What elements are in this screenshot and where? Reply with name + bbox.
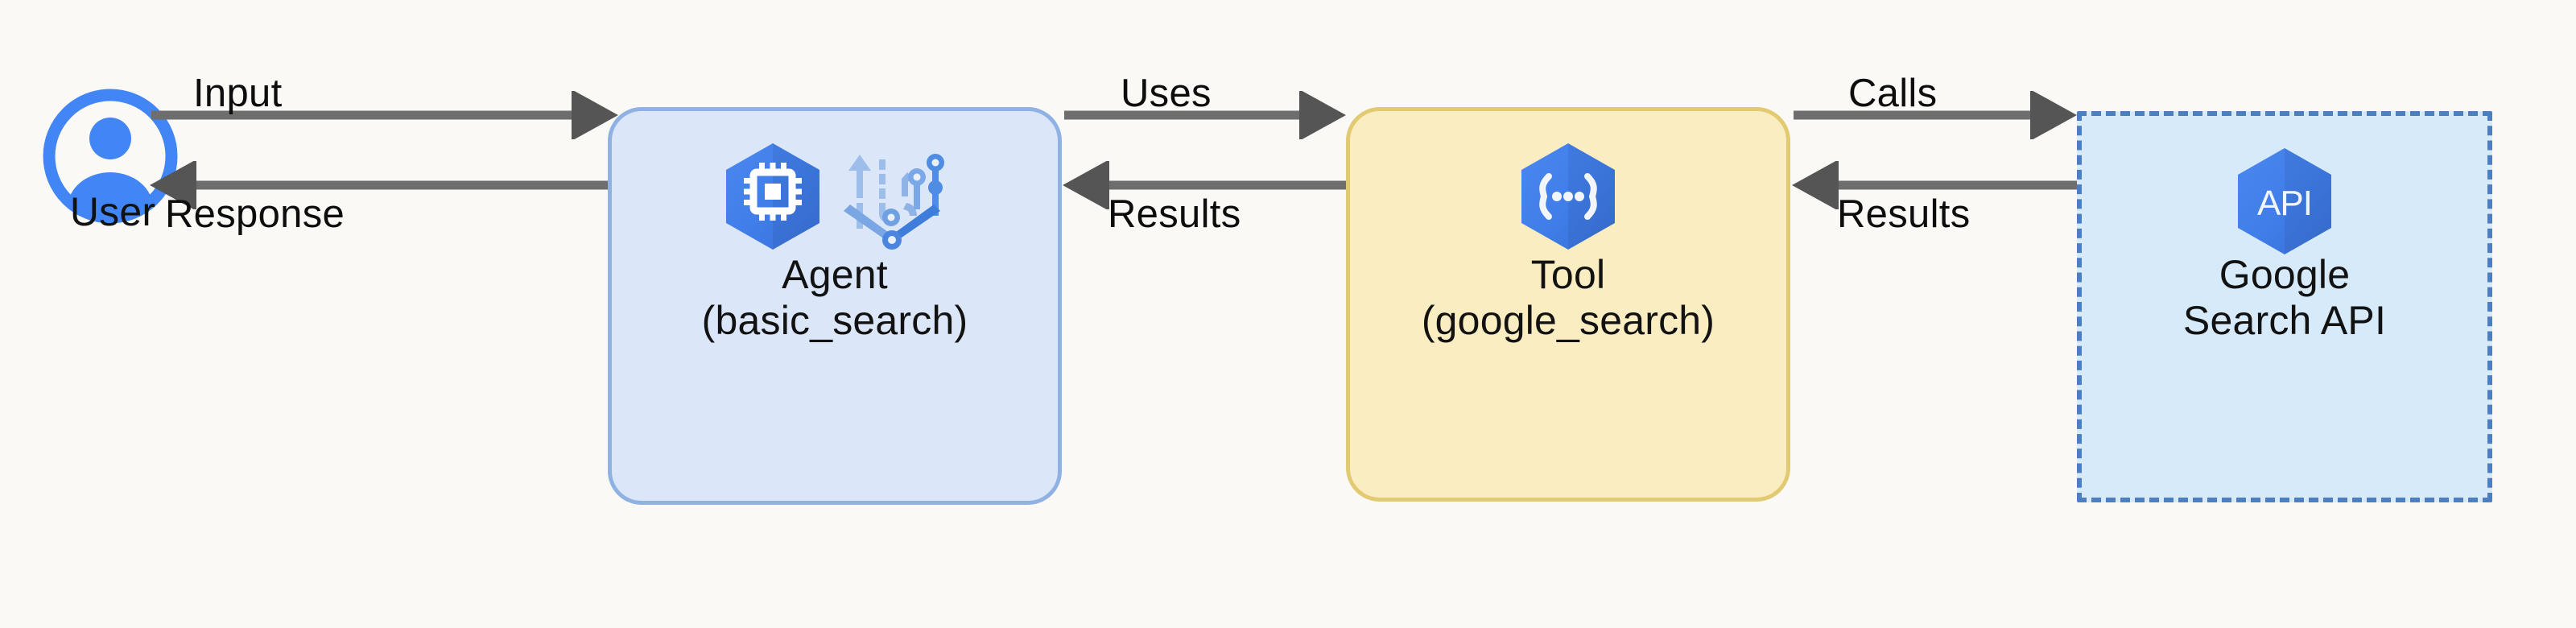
edge-label-input: Input bbox=[193, 72, 283, 115]
node-google-search-api[interactable]: API bbox=[2077, 111, 2492, 502]
user-avatar-icon bbox=[43, 89, 178, 224]
arrow-calls bbox=[1792, 91, 2077, 139]
api-hexagon-icon: API bbox=[2235, 147, 2334, 260]
function-braces-hexagon-icon bbox=[1518, 142, 1618, 255]
cpu-hexagon-icon bbox=[723, 142, 823, 255]
edge-label-uses: Uses bbox=[1121, 72, 1212, 115]
edge-label-response: Response bbox=[165, 192, 345, 236]
user-label: User bbox=[69, 189, 156, 234]
svg-text:API: API bbox=[2257, 184, 2312, 223]
node-user[interactable] bbox=[32, 89, 193, 322]
edge-label-results-tool: Results bbox=[1108, 192, 1241, 236]
agent-icon-group bbox=[612, 143, 1058, 250]
arrow-results-api bbox=[1792, 161, 2077, 209]
edge-label-results-api: Results bbox=[1837, 192, 1971, 236]
node-tool[interactable] bbox=[1346, 107, 1790, 502]
edge-label-calls: Calls bbox=[1848, 72, 1938, 115]
node-agent[interactable] bbox=[608, 107, 1062, 505]
tool-icon-group bbox=[1350, 143, 1786, 250]
pipeline-workflow-icon bbox=[837, 142, 947, 255]
arrow-input bbox=[150, 91, 618, 139]
arrow-uses bbox=[1063, 91, 1346, 139]
api-icon-group: API bbox=[2082, 148, 2487, 254]
tool-label: Tool (google_search) bbox=[1421, 252, 1715, 343]
arrow-response bbox=[150, 161, 618, 209]
api-label: Google Search API bbox=[2182, 252, 2387, 343]
agent-label: Agent (basic_search) bbox=[701, 252, 968, 343]
arrow-results-tool bbox=[1063, 161, 1346, 209]
